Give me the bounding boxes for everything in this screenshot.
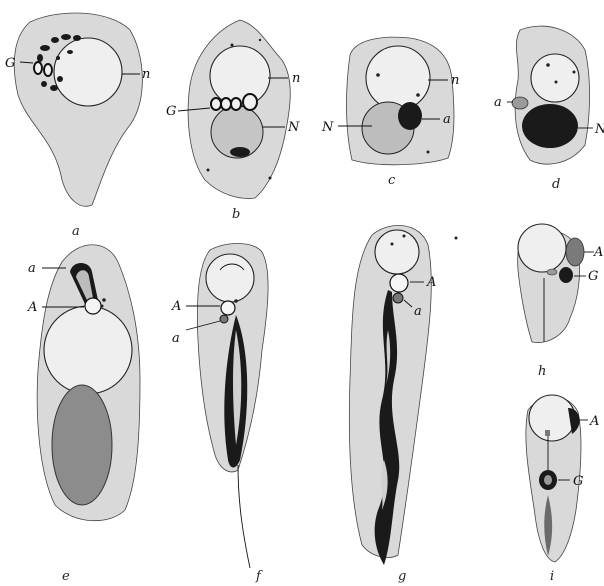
panel-i-label-A: A bbox=[589, 414, 599, 429]
panel-h-nucleus bbox=[518, 224, 566, 272]
panel-i-label-G: G bbox=[573, 474, 583, 489]
panel-e: a A e bbox=[27, 245, 140, 584]
panel-c-label-N: N bbox=[321, 120, 334, 135]
panel-d-label-a: a bbox=[494, 95, 502, 110]
panel-f-body-A bbox=[221, 301, 235, 315]
panel-e-nucleus bbox=[44, 306, 132, 394]
panel-c-label-a: a bbox=[443, 112, 451, 127]
panel-label-c: c bbox=[388, 173, 396, 188]
panel-d: a N d bbox=[494, 26, 604, 192]
panel-b-label-G: G bbox=[166, 104, 176, 119]
panel-g-label-a: a bbox=[414, 304, 422, 319]
panel-c-body-a bbox=[398, 102, 422, 130]
panel-a-nucleus bbox=[54, 38, 122, 106]
panel-d-nucleolus bbox=[531, 54, 579, 102]
panel-e-vacuole bbox=[52, 385, 112, 505]
panel-d-body-a bbox=[512, 97, 528, 109]
panel-f-label-A: A bbox=[171, 299, 181, 314]
panel-g-body-a bbox=[393, 293, 403, 303]
panel-label-b: b bbox=[232, 207, 240, 222]
panel-a-label-n: n bbox=[142, 67, 150, 82]
panel-i-nucleus bbox=[529, 395, 575, 441]
panel-c: n N a c bbox=[321, 37, 459, 188]
panel-e-label-a: a bbox=[28, 261, 36, 276]
panel-g: A a g bbox=[349, 225, 457, 584]
panel-h: A G h bbox=[518, 224, 604, 379]
panel-g-body-A bbox=[390, 274, 408, 292]
panel-f-label-a: a bbox=[172, 331, 180, 346]
panel-a: G n a bbox=[5, 13, 150, 239]
panel-label-i: i bbox=[550, 569, 554, 584]
panel-h-body-A bbox=[566, 238, 584, 266]
panel-label-e: e bbox=[62, 569, 70, 584]
panel-b: G n N b bbox=[166, 20, 300, 222]
panel-f-body-a bbox=[220, 315, 228, 323]
panel-label-h: h bbox=[538, 364, 546, 379]
panel-f: A a f bbox=[171, 244, 268, 585]
panel-b-label-N: N bbox=[287, 120, 300, 135]
panel-label-g: g bbox=[398, 569, 406, 584]
panel-e-label-A: A bbox=[27, 300, 37, 315]
panel-label-a: a bbox=[72, 224, 80, 239]
panel-c-nucleolus-n bbox=[366, 46, 430, 110]
panel-e-body-A bbox=[85, 298, 101, 314]
panel-a-label-G: G bbox=[5, 56, 15, 71]
panel-label-f: f bbox=[255, 569, 263, 584]
panel-b-label-n: n bbox=[292, 71, 300, 86]
panel-b-nucleolus-n bbox=[210, 46, 270, 106]
panel-h-label-G: G bbox=[588, 269, 598, 284]
panel-f-nucleus bbox=[206, 254, 254, 302]
panel-d-nucleus-N bbox=[522, 104, 578, 148]
panel-h-label-A: A bbox=[593, 245, 603, 260]
panel-h-body-G bbox=[559, 267, 573, 283]
panel-g-label-A: A bbox=[426, 275, 436, 290]
panel-g-nucleus bbox=[375, 230, 419, 274]
panel-d-label-N: N bbox=[594, 122, 604, 137]
panel-label-d: d bbox=[552, 177, 560, 192]
panel-c-label-n: n bbox=[451, 73, 459, 88]
panel-i: A G i bbox=[526, 395, 600, 584]
